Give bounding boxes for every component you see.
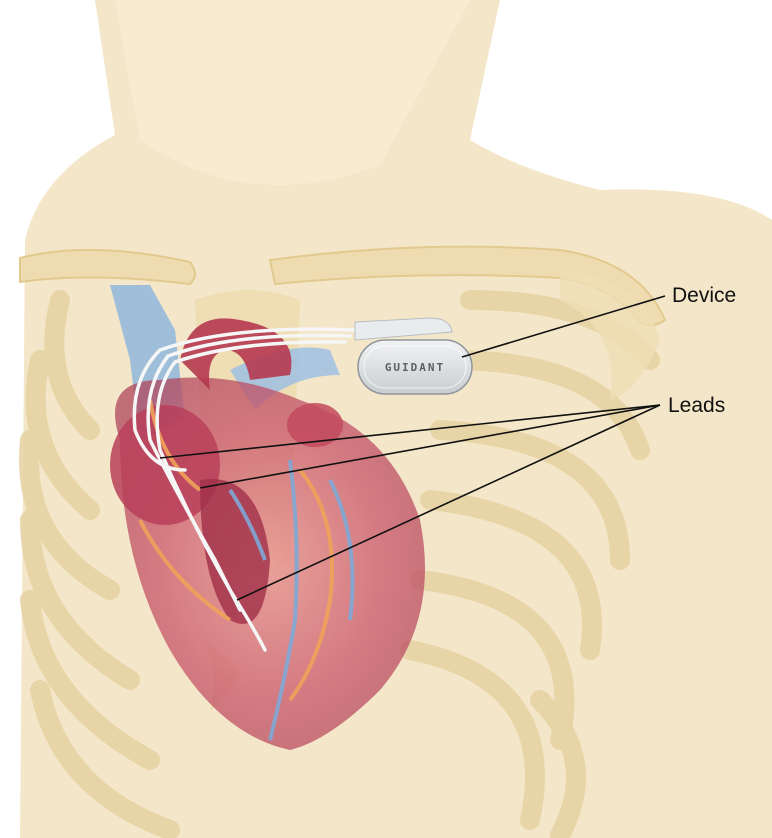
leads-label: Leads [668, 394, 725, 418]
left-atrium-bulge [287, 403, 343, 447]
device-label: Device [672, 284, 736, 308]
device-brand: GUIDANT [385, 361, 445, 374]
pacemaker-device: GUIDANT [358, 340, 472, 394]
